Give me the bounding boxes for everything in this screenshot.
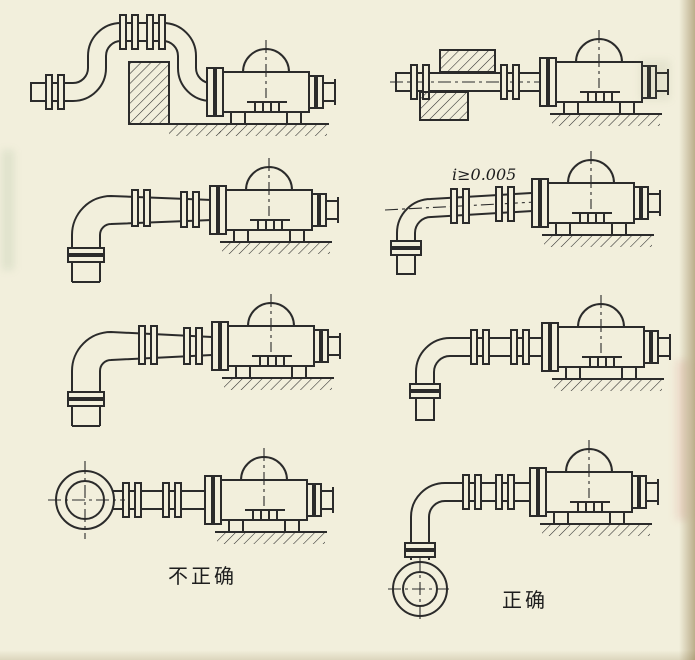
slope-annotation: i≥0.005: [452, 165, 516, 184]
figure-incorrect-row3: [40, 288, 341, 433]
page-edge-shadow: [679, 0, 695, 660]
figure-correct-row4-svg: [388, 439, 659, 620]
pump-symbol: [539, 29, 669, 127]
figure-incorrect-row4: [40, 445, 335, 555]
elbow-level-suction-pipe: [409, 329, 544, 421]
figure-correct-row4: [360, 439, 660, 625]
pump-symbol: [211, 293, 341, 391]
caption-correct: 正确: [502, 590, 548, 612]
elbow-tapered-suction-pipe: [67, 189, 213, 283]
pump-symbol: [529, 439, 659, 537]
elbow-sloped-suction-pipe: [384, 186, 556, 275]
page-bottom-shadow: [0, 650, 695, 660]
elbow-down-suction-pipe: [404, 474, 532, 560]
pump-symbol: [204, 447, 334, 545]
pump-symbol: [209, 157, 339, 255]
figure-correct-row3: [380, 292, 671, 427]
bell-mouth-down-end-view: [388, 558, 452, 620]
pump-symbol: [206, 39, 336, 137]
figure-incorrect-row1: [25, 0, 336, 145]
pump-symbol: [531, 150, 661, 248]
ink-bleed-smudge: [2, 150, 14, 270]
figure-correct-row2-svg: i≥0.005: [384, 150, 661, 275]
bell-mouth-end-view: [48, 461, 125, 539]
figure-correct-row2: i≥0.005: [360, 148, 661, 278]
figure-incorrect-row2-svg: [67, 157, 339, 283]
caption-incorrect: 不正确: [168, 566, 237, 588]
figure-incorrect-row3-svg: [67, 293, 341, 427]
figure-incorrect-row4-svg: [48, 447, 334, 545]
figure-correct-row1-svg: [390, 29, 669, 127]
wall-sleeve-block: [439, 49, 496, 73]
pipe-support-bracket: [419, 91, 469, 121]
figure-incorrect-row1-svg: [30, 14, 336, 137]
figure-correct-row3-svg: [409, 294, 671, 421]
straight-suction-pipe: [390, 64, 544, 100]
elbow-reducer-suction-pipe: [67, 325, 213, 427]
wall-and-ground: [128, 61, 221, 136]
pump-symbol: [541, 294, 671, 392]
figure-correct-row1: [390, 20, 670, 135]
suction-pipe-over-wall: [30, 14, 221, 110]
figure-incorrect-row2: [40, 150, 340, 285]
